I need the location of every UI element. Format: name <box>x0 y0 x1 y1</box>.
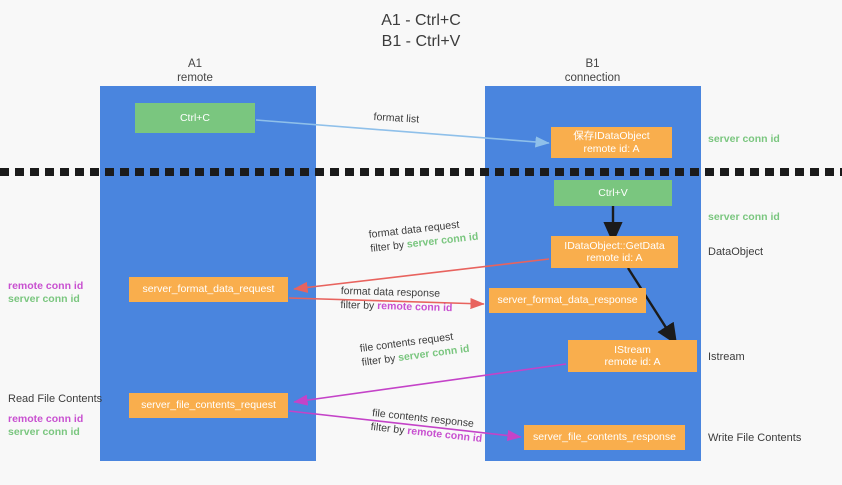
edge-label-file-contents-response: file contents response filter by remote … <box>370 406 484 446</box>
annotation-server-conn-id-bottom: server conn id <box>8 426 80 438</box>
annotation-remote-conn-id-mid: remote conn id <box>8 280 84 292</box>
annotation-istream: Istream <box>708 351 745 363</box>
annotation-read-file-contents: Read File Contents <box>8 393 103 405</box>
edge-label-format-data-response: format data response filter by remote co… <box>340 284 453 315</box>
column-header-a1: A1 remote <box>177 58 213 84</box>
node-ctrl-c[interactable]: Ctrl+C <box>135 103 255 133</box>
column-header-b1: B1 connection <box>564 58 621 84</box>
node-idataobject-getdata[interactable]: IDataObject::GetData remote id: A <box>551 236 678 268</box>
annotation-remote-conn-id-bottom: remote conn id <box>8 413 84 425</box>
node-server-format-data-response[interactable]: server_format_data_response <box>489 288 646 313</box>
edge-label-file-contents-request: file contents request filter by server c… <box>359 328 470 370</box>
edge-label-format-data-response-filter-key: remote conn id <box>376 300 453 315</box>
page-title: A1 - Ctrl+C B1 - Ctrl+V <box>381 12 461 50</box>
annotation-dataobject: DataObject <box>708 246 764 258</box>
node-istream[interactable]: IStream remote id: A <box>568 340 697 372</box>
edge-label-file-contents-request-filter-prefix: filter by <box>360 352 399 369</box>
edge-label-format-data-request-filter-prefix: filter by <box>369 238 408 255</box>
edge-label-format-data-response-filter-prefix: filter by <box>340 298 378 313</box>
node-server-file-contents-response[interactable]: server_file_contents_response <box>524 425 685 450</box>
edge-label-format-data-request: format data request filter by server con… <box>368 216 479 256</box>
edge-label-file-contents-response-filter-prefix: filter by <box>370 420 408 437</box>
annotation-server-conn-id-top: server conn id <box>708 133 780 145</box>
annotation-write-file-contents: Write File Contents <box>708 432 802 444</box>
node-save-idataobject[interactable]: 保存IDataObject remote id: A <box>551 127 672 158</box>
edge-label-format-list-line1: format list <box>373 110 420 126</box>
node-server-format-data-request[interactable]: server_format_data_request <box>129 277 288 302</box>
annotation-server-conn-id-left-mid: server conn id <box>8 293 80 305</box>
annotation-server-conn-id-mid: server conn id <box>708 211 780 223</box>
node-server-file-contents-request[interactable]: server_file_contents_request <box>129 393 288 418</box>
phase-divider <box>0 168 842 176</box>
node-ctrl-v[interactable]: Ctrl+V <box>554 180 672 206</box>
edge-label-format-list: format list <box>373 110 419 127</box>
